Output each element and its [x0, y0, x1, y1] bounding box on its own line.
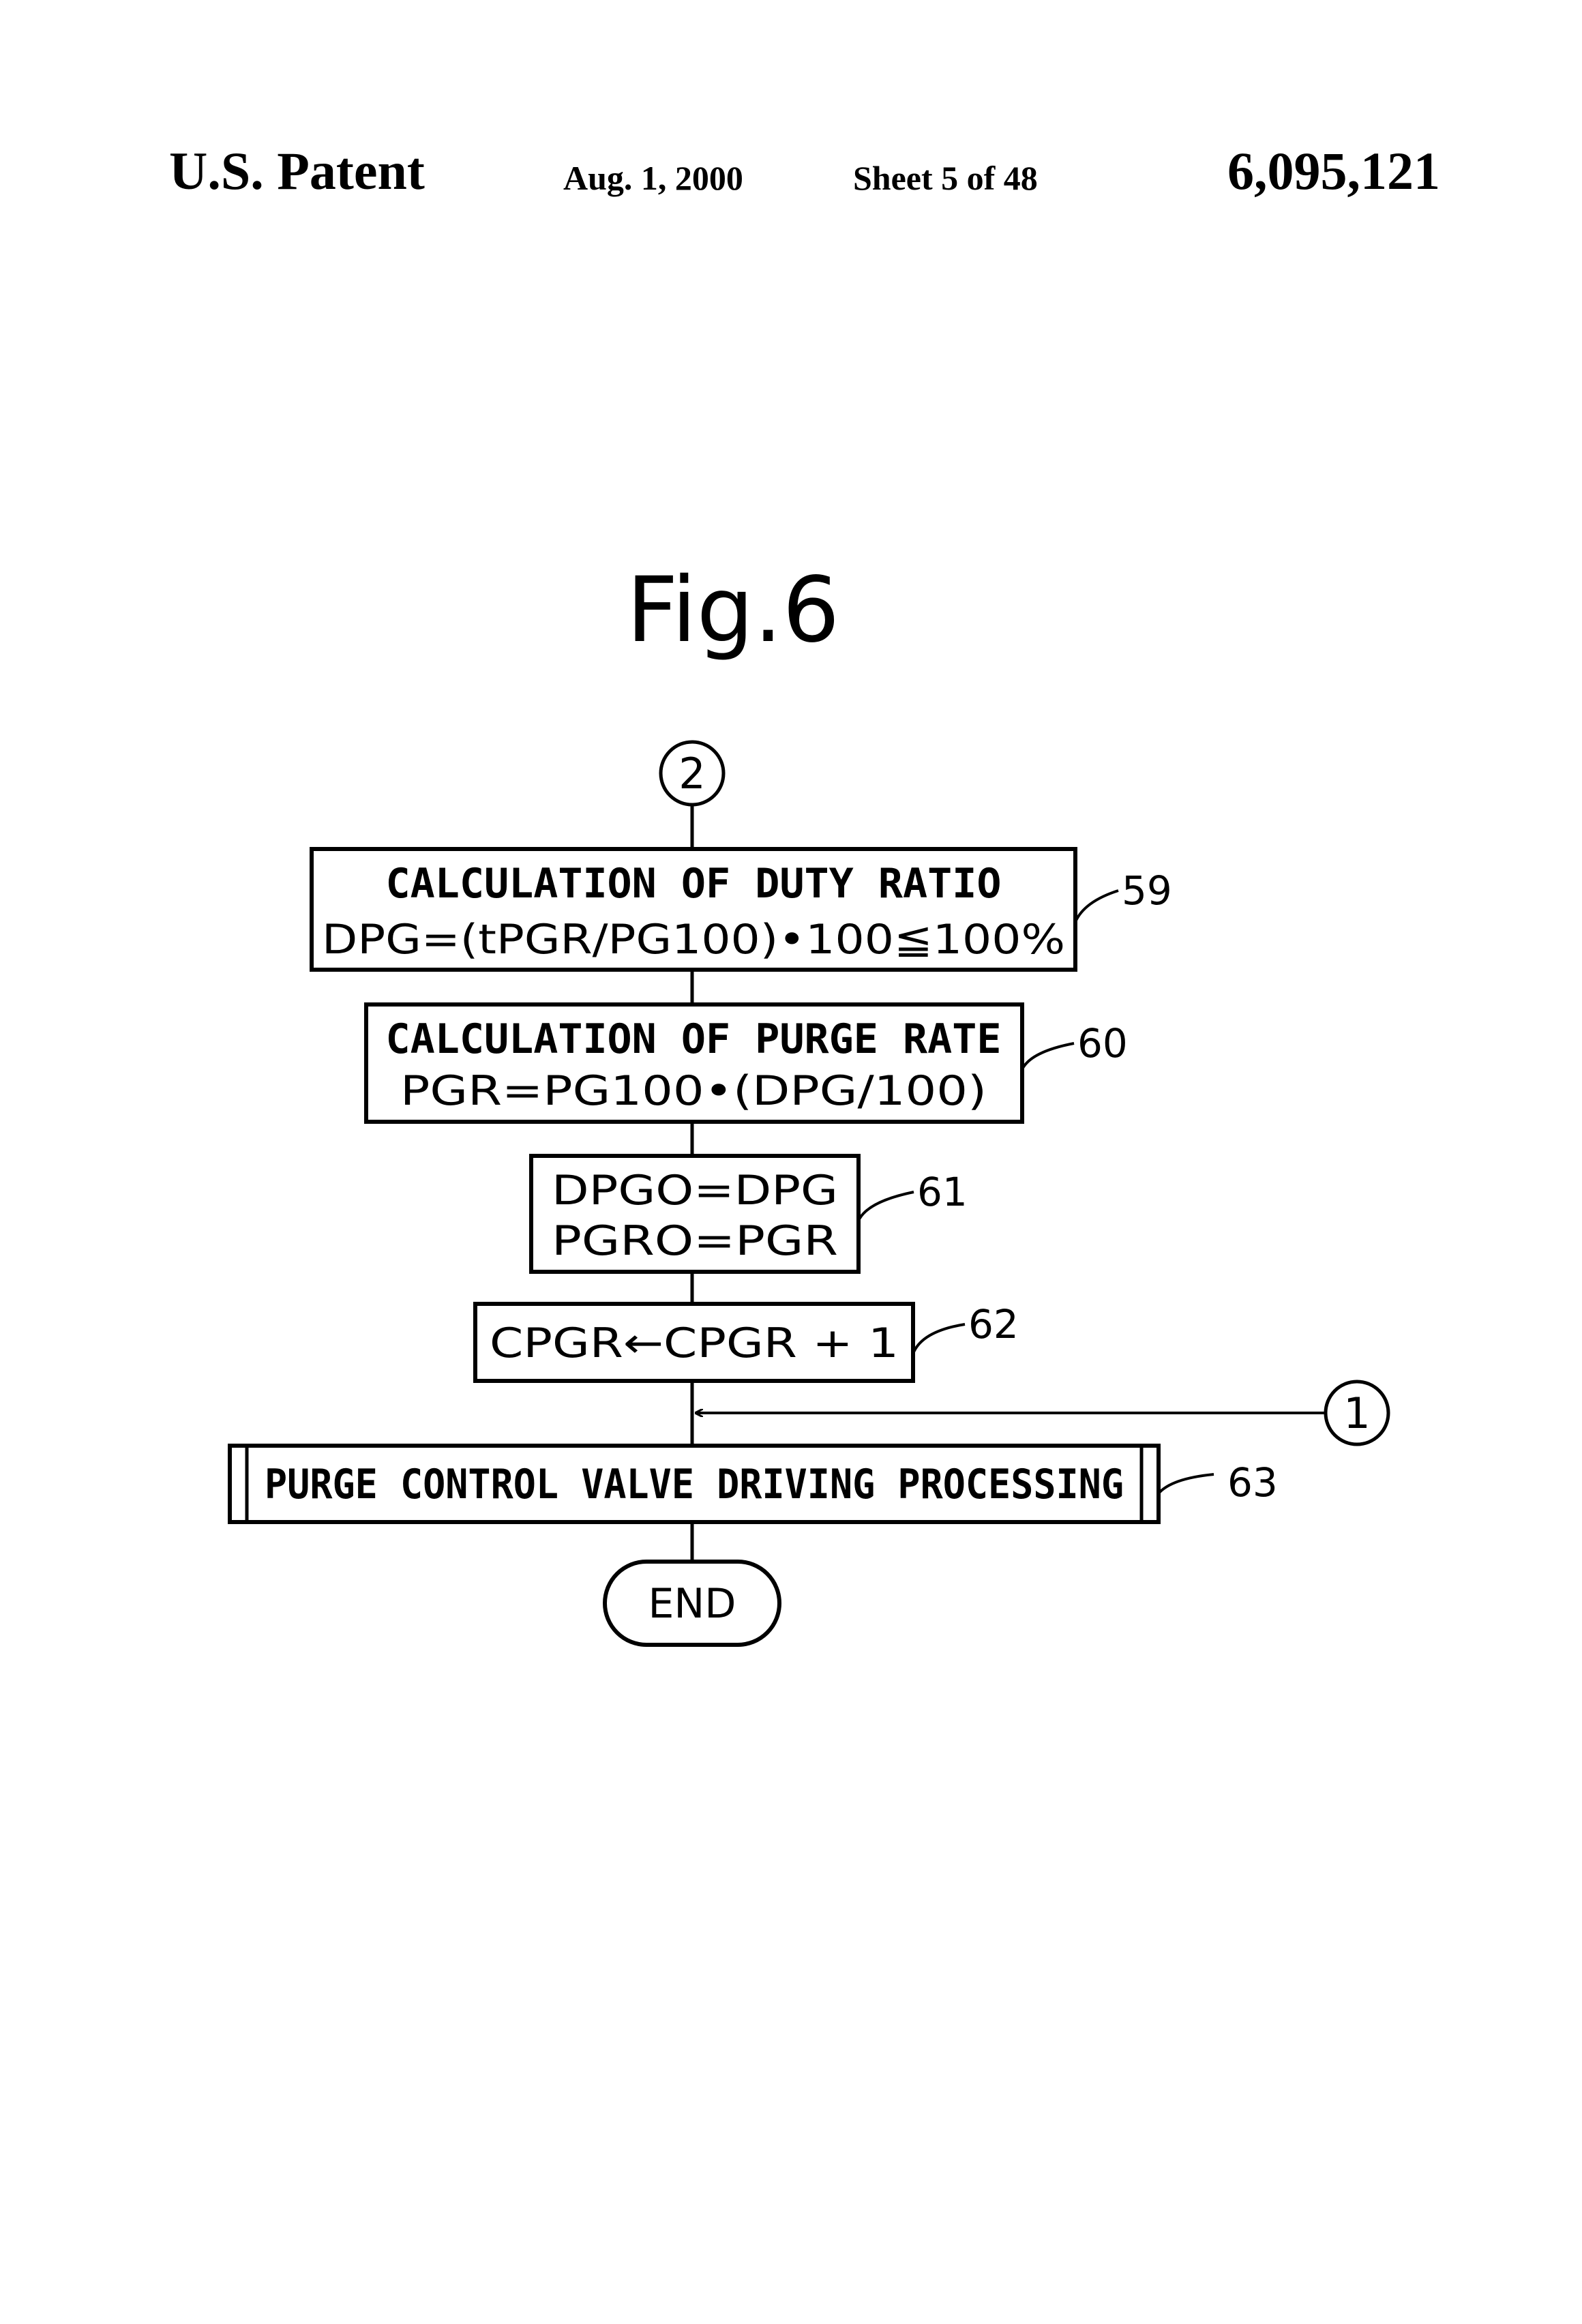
- end-terminator: END: [605, 1562, 779, 1645]
- step-59-box: CALCULATION OF DUTY RATIO DPG=(tPGR/PG10…: [312, 849, 1172, 970]
- step-63-box: PURGE CONTROL VALVE DRIVING PROCESSING 6…: [230, 1446, 1278, 1522]
- figure-title: Fig.6: [627, 558, 840, 663]
- connector-2-label: 2: [678, 749, 705, 799]
- step-63-line1: PURGE CONTROL VALVE DRIVING PROCESSING: [265, 1461, 1124, 1508]
- connector-2: 2: [661, 742, 723, 805]
- step-59-leader: [1075, 891, 1118, 922]
- step-59-line1: CALCULATION OF DUTY RATIO: [385, 860, 1001, 908]
- step-61-line2: PGRO=PGR: [552, 1217, 838, 1265]
- step-61-box: DPGO=DPG PGRO=PGR 61: [531, 1156, 968, 1272]
- step-59-ref: 59: [1122, 867, 1172, 914]
- step-62-ref: 62: [968, 1301, 1019, 1347]
- step-61-ref: 61: [917, 1169, 968, 1215]
- step-60-line2: PGR=PG100•(DPG/100): [400, 1067, 987, 1115]
- step-60-ref: 60: [1077, 1020, 1128, 1067]
- step-59-line2: DPG=(tPGR/PG100)•100≦100%: [322, 916, 1065, 964]
- step-62-leader: [913, 1324, 965, 1354]
- connector-1: 1: [696, 1382, 1388, 1444]
- step-62-box: CPGR←CPGR + 1 62: [475, 1301, 1019, 1381]
- step-62-line1: CPGR←CPGR + 1: [490, 1320, 899, 1367]
- step-61-line1: DPGO=DPG: [552, 1167, 838, 1215]
- step-60-box: CALCULATION OF PURGE RATE PGR=PG100•(DPG…: [366, 1004, 1128, 1122]
- connector-1-label: 1: [1343, 1388, 1370, 1438]
- end-label: END: [648, 1580, 736, 1628]
- step-60-line1: CALCULATION OF PURGE RATE: [385, 1015, 1001, 1063]
- step-61-leader: [859, 1192, 914, 1221]
- step-63-ref: 63: [1227, 1459, 1278, 1506]
- step-60-leader: [1022, 1043, 1074, 1069]
- step-63-leader: [1159, 1474, 1214, 1493]
